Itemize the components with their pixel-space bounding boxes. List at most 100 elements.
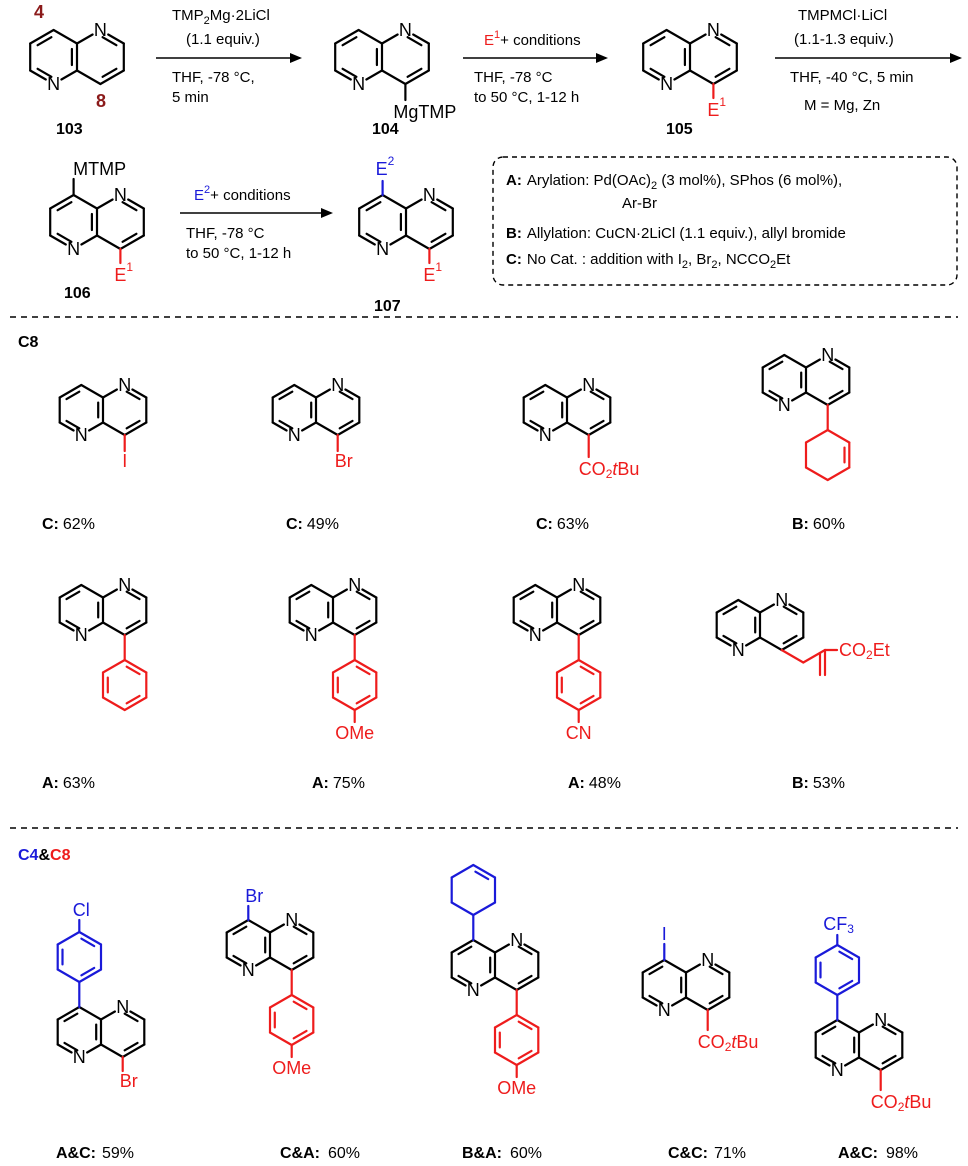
methoxy-label: OMe xyxy=(497,1078,536,1098)
double-bond xyxy=(355,619,371,630)
double-bond xyxy=(529,419,545,430)
section-title-c4c8: C4&C8 xyxy=(18,847,71,864)
bond xyxy=(450,901,475,917)
step4-electrophile: E2+ conditions xyxy=(194,184,291,204)
double-bond xyxy=(517,1020,533,1031)
nitrogen-atom: N xyxy=(116,997,129,1017)
double-bond xyxy=(579,694,595,705)
bond xyxy=(58,583,83,599)
double-bond xyxy=(589,390,605,401)
bond xyxy=(826,391,851,407)
bond xyxy=(472,901,497,917)
bond xyxy=(790,391,808,402)
double-bond xyxy=(722,634,738,645)
double-bond xyxy=(579,619,595,630)
double-bond xyxy=(579,665,595,676)
bond xyxy=(780,636,805,652)
bond xyxy=(879,1056,904,1072)
double-bond xyxy=(517,1049,533,1060)
yield-c8-7: A:48% xyxy=(568,775,621,792)
bond xyxy=(541,621,559,632)
bond xyxy=(814,981,839,997)
bond xyxy=(595,388,612,399)
double-bond xyxy=(881,1054,897,1065)
step2-temp-time: to 50 °C, 1-12 h xyxy=(474,89,579,106)
e1-label: E1 xyxy=(423,260,442,285)
bond xyxy=(515,1013,540,1029)
double-bond xyxy=(768,360,784,371)
bond xyxy=(565,388,583,399)
bond xyxy=(78,930,103,946)
step3-conditions: THF, -40 °C, 5 min xyxy=(790,69,914,86)
double-bond xyxy=(232,954,248,965)
double-bond xyxy=(65,619,81,630)
bond xyxy=(255,956,272,967)
bond xyxy=(314,388,331,399)
bond xyxy=(29,28,55,45)
bond xyxy=(534,583,559,599)
bond xyxy=(58,621,75,632)
nitrogen-atom: N xyxy=(658,1000,671,1020)
bond xyxy=(119,234,145,251)
double-bond xyxy=(838,950,854,961)
double-bond xyxy=(63,1041,79,1052)
double-bond xyxy=(355,694,371,705)
double-bond xyxy=(125,390,141,401)
bond xyxy=(380,33,399,45)
bond xyxy=(493,943,510,954)
compound-number-107: 107 xyxy=(374,298,401,315)
double-bond xyxy=(355,665,371,676)
bond xyxy=(123,621,148,637)
bond xyxy=(522,383,547,399)
nitrogen-atom: N xyxy=(582,375,595,395)
nitrogen-atom: N xyxy=(423,185,436,205)
bond xyxy=(857,1023,875,1034)
bond xyxy=(688,33,707,45)
bond xyxy=(493,976,518,992)
compound-number-104: 104 xyxy=(372,121,399,138)
nitrogen-atom: N xyxy=(660,74,673,94)
double-bond xyxy=(80,966,96,977)
bond xyxy=(56,930,81,946)
bond xyxy=(555,696,580,712)
double-bond xyxy=(56,201,73,212)
bond xyxy=(555,658,580,674)
double-bond xyxy=(648,994,664,1005)
bond xyxy=(814,1056,831,1067)
co2et-group: CO2Et xyxy=(839,640,890,662)
bond xyxy=(493,1013,518,1029)
double-bond xyxy=(338,419,354,430)
bond xyxy=(404,234,431,251)
legend-B: B:Allylation: CuCN·2LiCl (1.1 equiv.), a… xyxy=(506,225,846,242)
bond xyxy=(334,28,360,45)
nitrogen-atom: N xyxy=(376,239,389,259)
double-bond xyxy=(125,694,141,705)
bond xyxy=(123,696,148,712)
bond xyxy=(75,69,102,86)
bond xyxy=(365,69,384,81)
bond xyxy=(353,658,378,674)
double-bond xyxy=(457,974,473,985)
double-bond xyxy=(65,419,81,430)
bond xyxy=(389,234,408,246)
double-bond xyxy=(821,1025,837,1036)
double-bond xyxy=(278,419,294,430)
bond xyxy=(670,996,688,1007)
yield-c8-8: B:53% xyxy=(792,775,845,792)
nitrogen-atom: N xyxy=(831,1060,844,1080)
double-bond xyxy=(232,925,248,936)
iodo-label: I xyxy=(122,451,127,471)
bromo-label: Br xyxy=(120,1071,138,1091)
bond xyxy=(331,588,348,599)
nitrogen-atom: N xyxy=(94,20,107,40)
double-bond xyxy=(295,590,311,601)
bond xyxy=(404,69,430,86)
bond xyxy=(358,193,384,210)
bond xyxy=(95,198,114,210)
bond xyxy=(758,603,776,614)
bond xyxy=(271,421,288,432)
bond xyxy=(555,588,573,599)
nitrogen-atom: N xyxy=(118,375,131,395)
